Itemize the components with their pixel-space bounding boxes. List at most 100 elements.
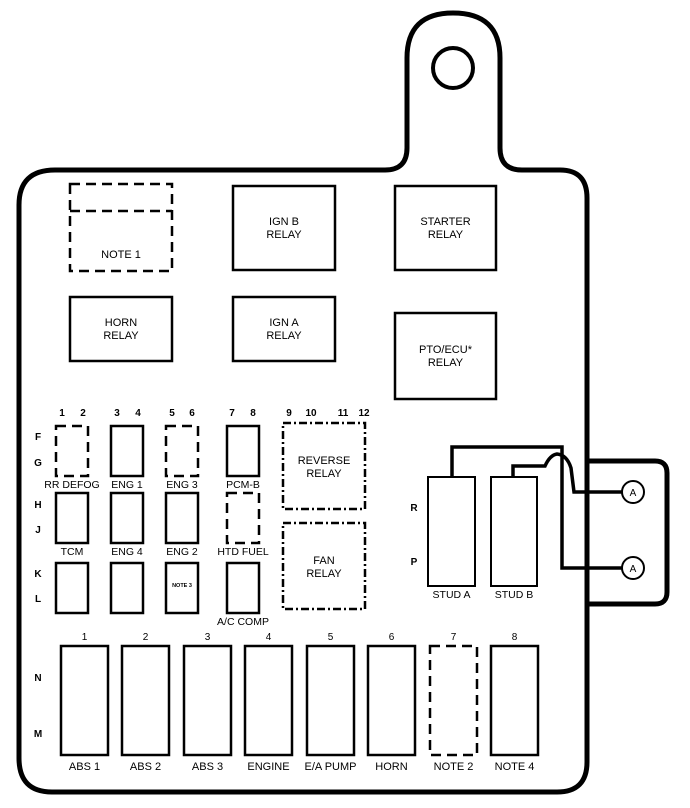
row-letter: G <box>34 458 42 469</box>
stud-row-letter: P <box>411 557 418 568</box>
column-number: 10 <box>305 408 317 419</box>
ign-b-relay-box[interactable] <box>231 184 337 272</box>
column-number: 2 <box>80 408 86 419</box>
column-number: 7 <box>229 408 235 419</box>
relay-label-line2: RELAY <box>103 330 139 342</box>
relay-label-line1: IGN B <box>269 216 299 228</box>
mini-fuse-slot[interactable] <box>164 424 200 478</box>
relay-label-line1: HORN <box>105 317 137 329</box>
fan-relay-box[interactable] <box>281 521 367 611</box>
stud-a-box[interactable] <box>427 476 476 587</box>
mini-fuse-slot[interactable] <box>54 491 90 545</box>
column-number: 1 <box>59 408 65 419</box>
column-number: 12 <box>358 408 370 419</box>
maxi-fuse-label: ENGINE <box>247 761 289 773</box>
mini-fuse-slot[interactable] <box>109 424 145 478</box>
stud-label: STUD A <box>433 589 471 601</box>
horn-relay-box[interactable] <box>68 295 174 363</box>
relay-label-line2: RELAY <box>428 229 464 241</box>
stud-b-box[interactable] <box>490 476 538 587</box>
maxi-fuse-slot[interactable] <box>366 644 417 757</box>
column-number: 5 <box>169 408 175 419</box>
column-number: 6 <box>189 408 195 419</box>
note1-box[interactable] <box>68 182 174 273</box>
reverse-relay-box[interactable] <box>281 421 367 511</box>
maxi-fuse-slot[interactable] <box>305 644 356 757</box>
stud-label: STUD B <box>495 589 534 601</box>
relay-label-line1: REVERSE <box>298 455 351 467</box>
starter-relay-box[interactable] <box>393 184 498 272</box>
relay-label-line2: RELAY <box>306 468 342 480</box>
mini-fuse-label: HTD FUEL <box>217 546 268 558</box>
mini-fuse[interactable]: NOTE 3 <box>164 561 200 615</box>
maxi-fuse[interactable]: 5E/A PUMP <box>305 632 357 773</box>
note1[interactable]: NOTE 1 <box>68 182 174 273</box>
mini-fuse[interactable]: ENG 2 <box>164 491 200 558</box>
connector-a: A <box>621 480 645 504</box>
row-letter: L <box>35 594 41 605</box>
connector-label: A <box>630 488 637 499</box>
maxi-fuse-number: 5 <box>328 632 334 643</box>
mini-fuse[interactable]: ENG 1 <box>109 424 145 491</box>
mini-fuse-slot[interactable] <box>225 491 261 545</box>
mini-fuse[interactable]: PCM-B <box>225 424 261 491</box>
pto-ecu-relay[interactable]: PTO/ECU*RELAY <box>393 311 498 401</box>
mini-fuse[interactable]: A/C COMP <box>217 561 269 628</box>
mini-fuse[interactable]: RR DEFOG <box>44 424 100 491</box>
ign-a-relay-box[interactable] <box>231 295 337 363</box>
mini-fuse-label: ENG 3 <box>166 479 198 491</box>
maxi-fuse-number: 4 <box>266 632 272 643</box>
mini-fuse[interactable]: TCM <box>54 491 90 558</box>
maxi-fuse-slot[interactable] <box>120 644 171 757</box>
connector-circle-icon <box>621 556 645 580</box>
mini-fuse-slot[interactable] <box>225 424 261 478</box>
relay-label-line2: RELAY <box>306 568 342 580</box>
mini-fuse-note: NOTE 3 <box>172 583 192 589</box>
maxi-fuse-number: 6 <box>389 632 395 643</box>
mini-fuse-slot[interactable] <box>109 491 145 545</box>
maxi-fuse-slot[interactable] <box>489 644 540 757</box>
column-number: 4 <box>135 408 141 419</box>
stud-a[interactable]: STUD A <box>427 476 476 601</box>
side-bracket <box>587 458 670 607</box>
mini-fuse-slot[interactable] <box>54 561 90 615</box>
maxi-fuse-slot[interactable] <box>243 644 294 757</box>
row-letter: F <box>35 432 41 443</box>
stud-b[interactable]: STUD B <box>490 476 538 601</box>
column-number: 8 <box>250 408 256 419</box>
relay-label-line2: RELAY <box>266 229 302 241</box>
mini-fuse-slot[interactable] <box>225 561 261 615</box>
column-number: 11 <box>338 408 349 419</box>
mini-fuse[interactable]: ENG 4 <box>109 491 145 558</box>
stud-b-wire <box>511 452 622 494</box>
mini-fuse[interactable] <box>109 561 145 615</box>
row-letter: N <box>34 673 41 684</box>
maxi-fuse-number: 3 <box>205 632 211 643</box>
maxi-fuse-slot[interactable] <box>59 644 110 757</box>
maxi-fuse-slot[interactable] <box>182 644 233 757</box>
mini-fuse-slot[interactable] <box>164 561 200 615</box>
row-letter: K <box>34 569 42 580</box>
mini-fuse[interactable]: ENG 3 <box>164 424 200 491</box>
relay-label-line1: IGN A <box>269 317 299 329</box>
mini-fuse-slot[interactable] <box>109 561 145 615</box>
mini-fuse-slot[interactable] <box>164 491 200 545</box>
mini-fuse[interactable]: HTD FUEL <box>217 491 269 558</box>
mini-fuse[interactable] <box>54 561 90 615</box>
maxi-fuse-slot[interactable] <box>428 644 479 757</box>
pto-ecu-relay-box[interactable] <box>393 311 498 401</box>
mini-fuse-slot[interactable] <box>54 424 90 478</box>
